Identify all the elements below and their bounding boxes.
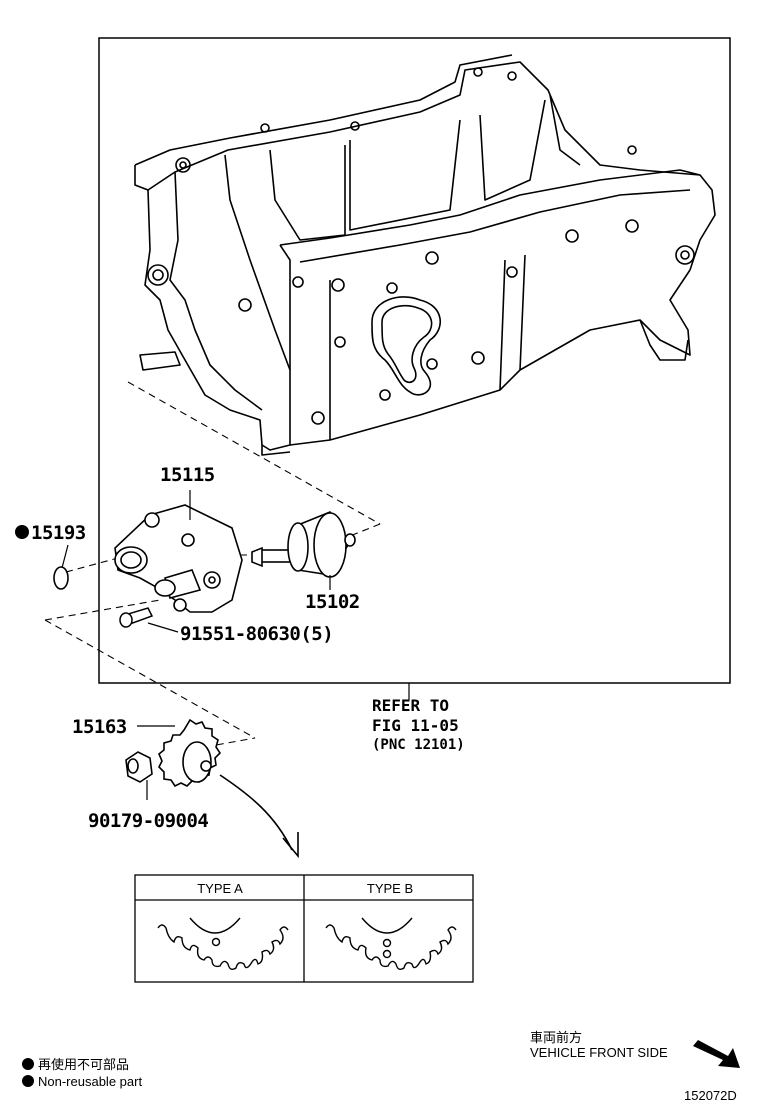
refer-line-2: FIG 11-05 [372,716,459,735]
non-reusable-dot-icon [15,525,29,539]
bolt-drawing [119,607,154,628]
type-b-sprocket-sketch [325,917,457,971]
oil-pump-body-drawing [114,504,243,613]
sprocket-drawing [158,718,222,788]
refer-line-1: REFER TO [372,696,450,715]
figure-code: 152072D [684,1088,737,1103]
part-label-90179: 90179-09004 [88,810,209,832]
part-label-15193: 15193 [15,524,86,543]
non-reusable-dot-icon [22,1075,34,1087]
legend-jp: 再使用不可部品 [22,1054,129,1073]
dashed-leaders [44,381,381,748]
detail-arrowhead [282,832,299,859]
part-label-15102: 15102 [305,591,360,613]
part-label-91551: 91551-80630(5) [180,623,334,645]
vehicle-front-en: VEHICLE FRONT SIDE [530,1045,668,1060]
part-label-15163: 15163 [72,716,127,738]
part-label-15193-text: 15193 [31,522,86,544]
rotor-shaft-drawing [251,510,356,578]
vehicle-front-jp: 車両前方 [530,1030,583,1045]
refer-line-3: (PNC 12101) [372,737,465,753]
engine-block-drawing [134,54,716,456]
nut-drawing [125,751,153,783]
legend-jp-text: 再使用不可部品 [38,1057,130,1072]
detail-arrow [219,774,293,851]
type-table [134,874,474,983]
o-ring-drawing [53,566,69,590]
part-label-15115: 15115 [160,464,215,486]
type-a-label: TYPE A [197,881,243,896]
legend-en-text: Non-reusable part [38,1074,143,1089]
vehicle-front-arrow-icon [693,1040,740,1068]
legend-en: Non-reusable part [22,1074,142,1089]
type-a-sprocket-sketch [157,917,289,971]
part-leaders [61,490,410,800]
refer-frame [98,37,731,684]
type-b-label: TYPE B [366,881,414,896]
non-reusable-dot-icon [22,1058,34,1070]
